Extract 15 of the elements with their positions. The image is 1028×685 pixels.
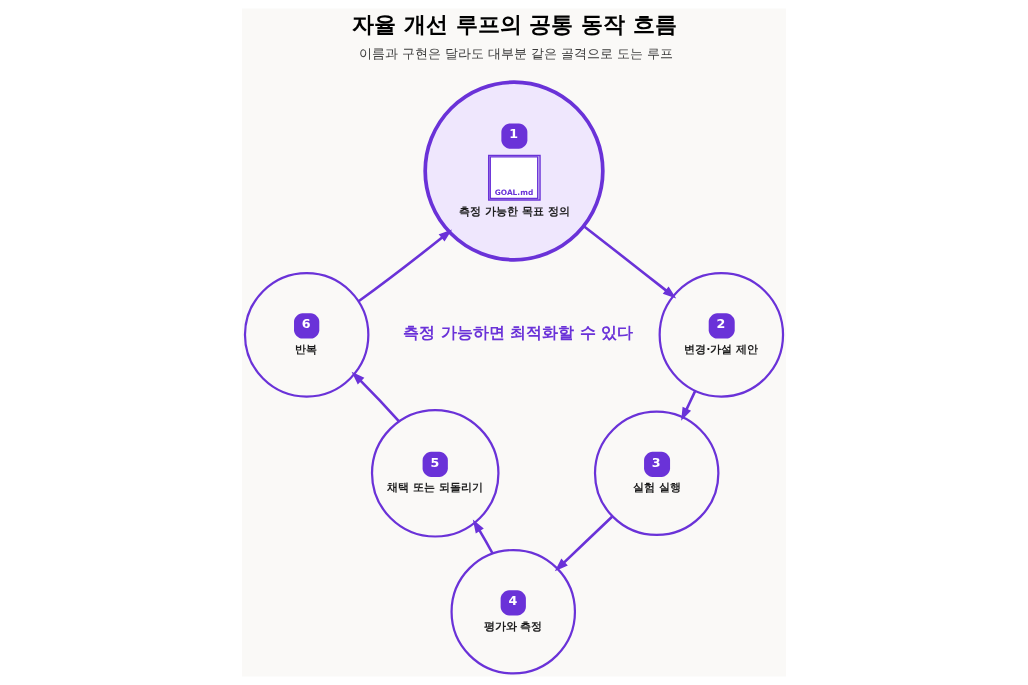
node-circle: 3 실험 실행 (593, 410, 720, 537)
arrow (554, 515, 614, 572)
label: 측정 가능하면 최적화할 수 있다 (403, 324, 633, 343)
arrow (472, 519, 494, 555)
arrow (681, 390, 697, 421)
node-circle: 2 변경·가설 제안 (658, 272, 785, 398)
node-circle: 1 GOAL.md 측정 가능한 목표 정의 (423, 80, 605, 262)
arrow (583, 225, 677, 299)
label: 이름과 구현은 달라도 대부분 같은 골격으로 도는 루프 (359, 46, 674, 62)
arrow (351, 371, 400, 422)
node-circle: 6 반복 (243, 272, 370, 398)
node-circle: 5 채택 또는 되돌리기 (370, 408, 500, 538)
diagram-title: 자율 개선 루프의 공통 동작 흐름 (351, 10, 677, 37)
arrow (357, 229, 453, 303)
node-circle: 4 평가와 측정 (450, 548, 577, 675)
